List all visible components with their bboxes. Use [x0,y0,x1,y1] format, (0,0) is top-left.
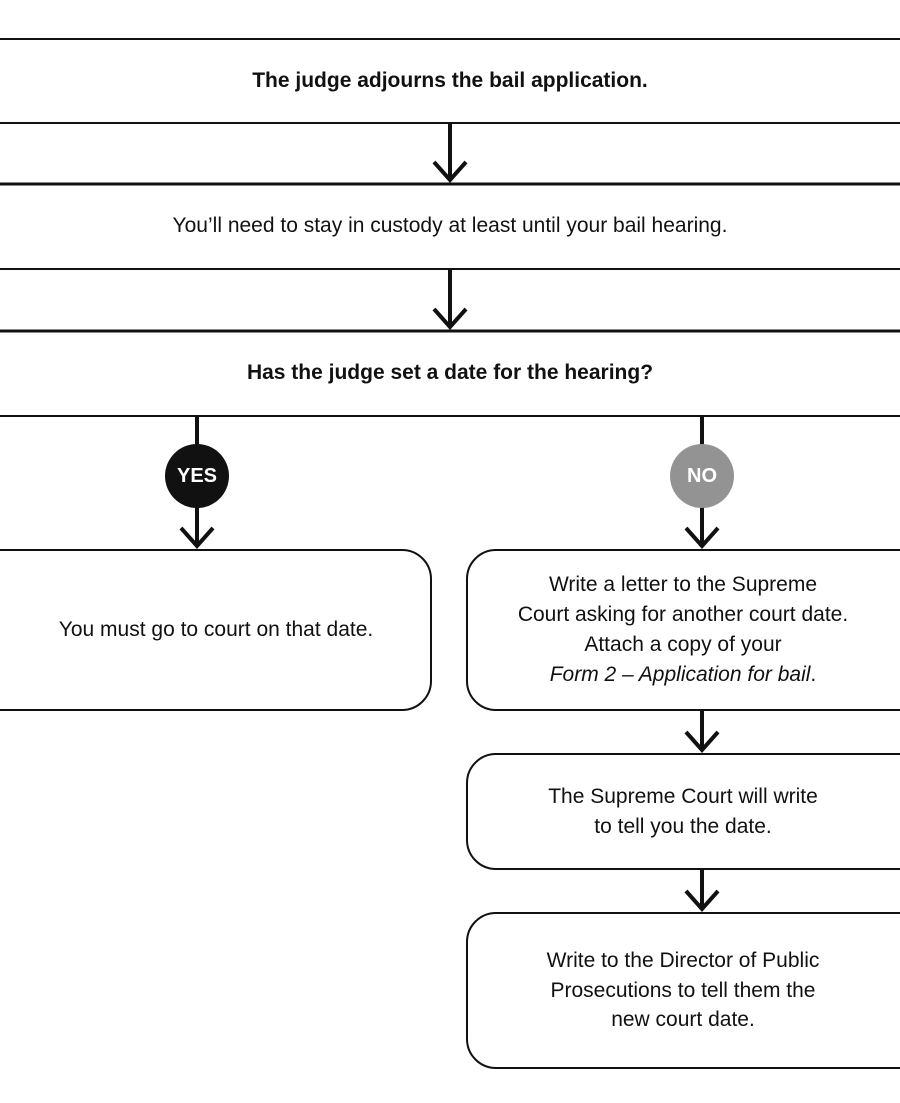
question-band: Has the judge set a date for the hearing… [0,331,900,417]
no-letter-line4: Form 2 – Application for bail. [518,660,848,690]
arrow-letter-to-court-reply [684,711,720,754]
arrow-step1-to-step2 [432,124,468,184]
step-adjourn-text: The judge adjourns the bail application. [252,69,648,93]
form-suffix: . [810,662,817,686]
question-text: Has the judge set a date for the hearing… [246,361,654,385]
no-dpp-line3: new court date. [611,1008,755,1032]
yes-result-box: You must go to court on that date. [0,549,432,711]
no-dpp-text: Write to the Director of Public Prosecut… [547,946,856,1035]
yes-badge: YES [165,444,229,508]
yes-badge-label: YES [176,464,218,487]
no-letter-text: Write a letter to the Supreme Court aski… [518,570,884,689]
yes-result-text: You must go to court on that date. [58,618,374,642]
no-badge: NO [670,444,734,508]
no-court-reply-line2: to tell you the date. [594,814,772,838]
step-custody-text: You’ll need to stay in custody at least … [172,214,728,238]
arrow-court-reply-to-dpp [684,870,720,913]
no-dpp-box: Write to the Director of Public Prosecut… [466,912,900,1069]
no-badge-label: NO [687,464,717,487]
no-letter-box: Write a letter to the Supreme Court aski… [466,549,900,711]
no-letter-line3: Attach a copy of your [584,633,782,656]
no-dpp-line2: Prosecutions to tell them the [550,978,816,1002]
arrow-step2-to-question [432,270,468,331]
no-court-reply-text: The Supreme Court will write to tell you… [548,782,854,842]
no-letter-line2: Court asking for another court date. [517,603,849,627]
step-adjourn-band: The judge adjourns the bail application. [0,38,900,124]
no-dpp-line1: Write to the Director of Public [546,948,820,972]
no-letter-line1: Write a letter to the Supreme [548,573,818,597]
no-court-reply-line1: The Supreme Court will write [548,784,818,808]
form-name: Form 2 – Application for bail [549,662,811,686]
no-court-reply-box: The Supreme Court will write to tell you… [466,753,900,870]
step-custody-band: You’ll need to stay in custody at least … [0,184,900,270]
